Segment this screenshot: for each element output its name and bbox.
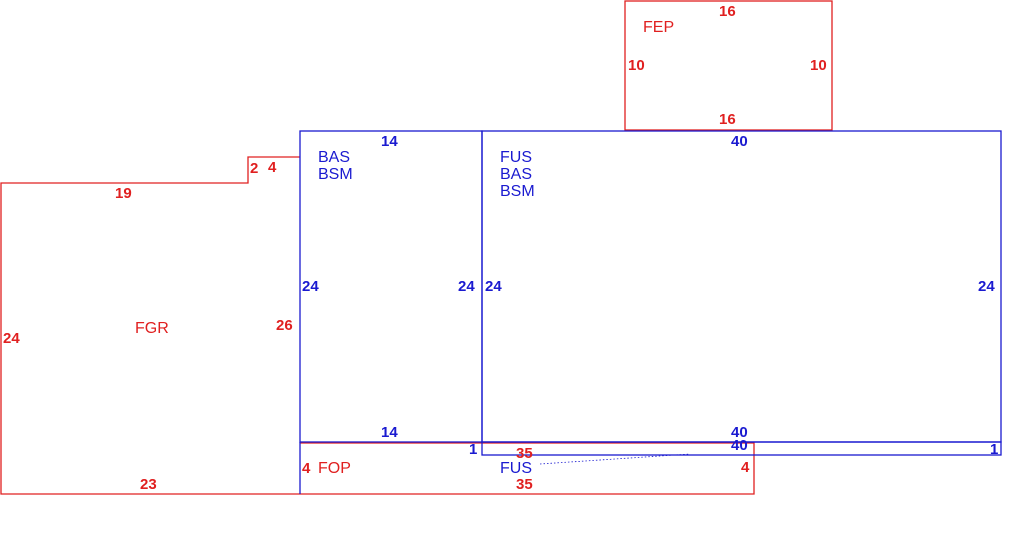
fgr-right-dim: 26 xyxy=(276,317,293,334)
fgr-outline xyxy=(0,156,300,495)
fus-strip-right-dim: 1 xyxy=(990,441,998,458)
fep-top-dim: 16 xyxy=(719,3,736,20)
main-code-1: FUS xyxy=(500,149,532,166)
main-top-dim: 40 xyxy=(731,133,748,150)
main-code-2: BAS xyxy=(500,166,532,183)
main-right-dim: 24 xyxy=(978,278,995,295)
bas-small-left-dim: 24 xyxy=(302,278,319,295)
fus-strip-code: FUS xyxy=(500,460,532,477)
fgr-top-dim: 19 xyxy=(115,185,132,202)
fgr-step-w-dim: 2 xyxy=(250,160,258,177)
fgr-area xyxy=(0,156,300,495)
bas-small-bottom-dim: 14 xyxy=(381,424,398,441)
fus-leader-line xyxy=(539,453,691,465)
fep-code: FEP xyxy=(643,19,674,36)
fep-bottom-dim: 16 xyxy=(719,111,736,128)
fus-strip-top-dim: 40 xyxy=(731,437,748,454)
fop-bottom-dim: 35 xyxy=(516,476,533,493)
main-area xyxy=(299,130,1002,494)
fus-strip-area xyxy=(481,441,1002,465)
main-code-3: BSM xyxy=(500,183,535,200)
fep-right-dim: 10 xyxy=(810,57,827,74)
main-bottom-dim: 40 xyxy=(731,424,748,441)
bas-small-code-1: BAS xyxy=(318,149,350,166)
fgr-step-h-dim: 4 xyxy=(268,159,277,176)
fop-area xyxy=(300,442,755,495)
bas-small-right-dim: 24 xyxy=(458,278,475,295)
fep-left-dim: 10 xyxy=(628,57,645,74)
bas-small-code-2: BSM xyxy=(318,166,353,183)
fgr-code: FGR xyxy=(135,320,169,337)
main-outline xyxy=(481,130,1002,443)
fgr-bottom-dim: 23 xyxy=(140,476,157,493)
bas-small-top-dim: 14 xyxy=(381,133,398,150)
fop-code: FOP xyxy=(318,460,351,477)
fep-area xyxy=(624,0,833,131)
main-left-dim: 24 xyxy=(485,278,502,295)
fop-top-dim: 35 xyxy=(516,445,533,462)
fop-left-dim: 4 xyxy=(302,460,311,477)
fop-right-dim: 4 xyxy=(741,459,750,476)
fus-strip-outline xyxy=(481,441,1002,456)
fus-strip-left-dim: 1 xyxy=(469,441,477,458)
fep-outline xyxy=(624,0,833,131)
fop-outline xyxy=(300,442,755,495)
fgr-left-dim: 24 xyxy=(3,330,20,347)
